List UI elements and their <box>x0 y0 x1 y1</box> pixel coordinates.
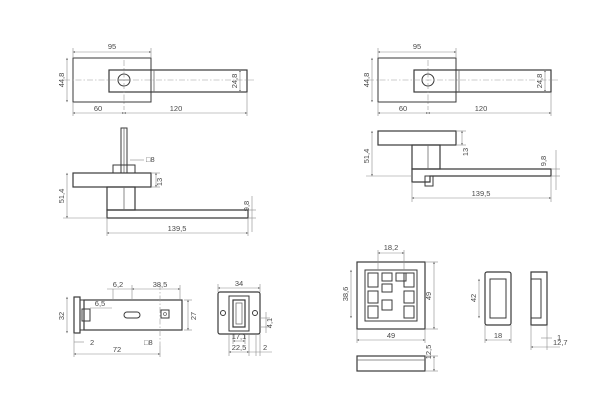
dim-lever-length: 139,5 <box>472 189 491 198</box>
dim-left: 38,6 <box>341 287 350 302</box>
dim-rose-height: 13 <box>461 148 470 156</box>
dim-1: 1 <box>557 333 561 342</box>
faceplate <box>217 291 261 335</box>
strike-plate-profile <box>356 355 426 372</box>
lock-case <box>83 299 183 331</box>
strike-plate-view: 18,2 38,6 49 49 12,5 <box>341 243 438 372</box>
bolt-slot <box>123 311 141 319</box>
small-strike-inner <box>489 278 507 319</box>
latch-bolt <box>81 308 91 322</box>
small-strike-view: 42 18 1 12,7 <box>469 271 568 350</box>
dim-lever-length: 120 <box>475 104 488 113</box>
rose-outline <box>377 57 457 103</box>
dim-lever-thickness: 9,8 <box>539 156 548 166</box>
spindle-square <box>160 309 170 319</box>
dim-2: 2 <box>263 343 267 352</box>
dim-square: □8 <box>144 338 153 347</box>
lever-outline <box>413 69 552 93</box>
dim-spindle-offset: 60 <box>399 104 407 113</box>
spindle-stub <box>424 175 434 187</box>
left-side-view: □8 13 51,4 9,8 139,5 <box>57 127 256 236</box>
lock-end-view: 34 4,1 17,1 22,5 2 <box>217 279 274 356</box>
dim-width: 95 <box>413 42 421 51</box>
dim-spindle-square: □8 <box>146 155 155 164</box>
dim-lever-thickness: 9,8 <box>242 201 251 211</box>
dim-total-height: 51,4 <box>362 149 371 164</box>
right-top-view: 95 44,8 24,8 60 120 <box>362 42 558 116</box>
small-strike-profile <box>530 271 548 326</box>
dim-lever-length: 120 <box>170 104 183 113</box>
dim-spindle-offset: 60 <box>94 104 102 113</box>
dim-6-2: 6,2 <box>113 280 123 289</box>
dim-2: 2 <box>90 338 94 347</box>
dim-top: 18,2 <box>384 243 399 252</box>
dim-17-1: 17,1 <box>232 332 247 341</box>
dim-height: 42 <box>469 294 478 302</box>
screw-hole <box>252 310 258 316</box>
lever-neck <box>106 186 136 211</box>
dim-width: 18 <box>494 331 502 340</box>
lever-outline <box>108 69 248 93</box>
dim-27: 27 <box>189 312 198 320</box>
dim-length: 72 <box>113 345 121 354</box>
dim-total-height: 51,4 <box>57 189 66 204</box>
dim-height: 32 <box>57 312 66 320</box>
dim-width: 95 <box>108 42 116 51</box>
lever-neck <box>411 144 441 170</box>
case <box>228 295 250 332</box>
right-side-view: 13 51,4 9,8 139,5 <box>362 130 560 202</box>
dim-22-5: 22,5 <box>232 343 247 352</box>
rose-plate <box>72 172 152 188</box>
screw-hole <box>220 310 226 316</box>
dim-height: 44,8 <box>57 73 66 88</box>
left-top-view: 95 44,8 24,8 60 120 <box>57 42 255 116</box>
dim-height: 44,8 <box>362 73 371 88</box>
rose-plate <box>377 130 457 146</box>
dim-plate-thickness: 12,5 <box>424 345 433 360</box>
dim-38-5: 38,5 <box>153 280 168 289</box>
dim-lever-length: 139,5 <box>168 224 187 233</box>
dim-height: 49 <box>424 292 433 300</box>
dim-rose-height: 13 <box>155 178 164 186</box>
dim-width: 49 <box>387 331 395 340</box>
dim-lever-height: 24,8 <box>230 74 239 89</box>
dim-lever-height: 24,8 <box>535 74 544 89</box>
dim-4-1: 4,1 <box>265 318 274 328</box>
dim-depth: 12,7 <box>553 338 568 347</box>
small-strike-outline <box>484 271 512 326</box>
faceplate <box>73 296 81 334</box>
lock-body-view: 6,2 38,5 6,5 32 27 2 □8 72 <box>57 280 198 357</box>
latch <box>232 299 246 328</box>
dim-width: 34 <box>235 279 243 288</box>
lever-arm <box>106 209 249 219</box>
dim-6-5: 6,5 <box>95 299 105 308</box>
strike-outline <box>356 261 426 330</box>
